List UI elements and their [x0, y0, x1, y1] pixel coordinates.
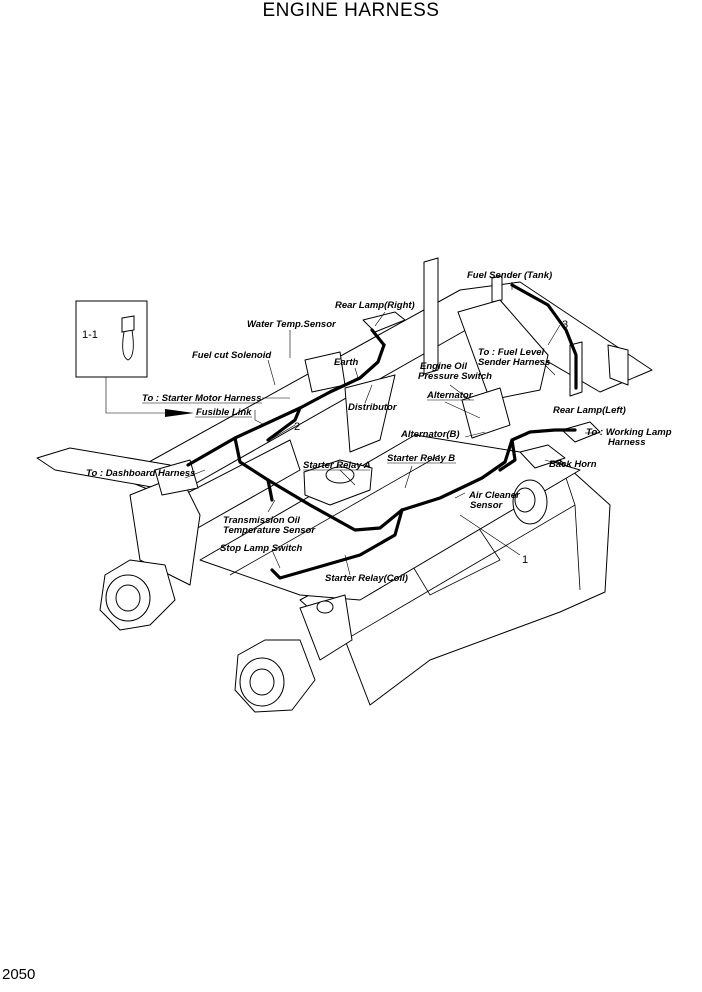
label-to-working-lamp: To : Working Lamp [586, 427, 672, 438]
label-air-cleaner: Air Cleaner [468, 490, 521, 501]
label-stop-lamp-switch: Stop Lamp Switch [220, 543, 303, 554]
label-starter-relay-b: Starter Relay B [387, 453, 455, 464]
label-water-temp-sensor: Water Temp.Sensor [247, 319, 337, 330]
label-to-starter-motor: To : Starter Motor Harness [142, 393, 261, 404]
label-distributor: Distributor [348, 402, 398, 413]
inset-label: 1-1 [82, 329, 98, 341]
label-rear-lamp-left: Rear Lamp(Left) [553, 405, 626, 416]
label-fuel-sender-tank: Fuel Sender (Tank) [467, 270, 552, 281]
label-starter-relay-a: Starter Relay A [303, 460, 371, 471]
label-to-fuel-level: To : Fuel Level [478, 347, 545, 358]
label-earth: Earth [334, 357, 358, 368]
label-alternator: Alternator [426, 390, 474, 401]
page-number: 2050 [2, 966, 36, 983]
component-labels: Fuel Sender (Tank) Rear Lamp(Right) Wate… [86, 270, 672, 584]
engine-harness-wiring [186, 283, 578, 580]
label-pressure-switch: Pressure Switch [418, 371, 492, 382]
label-starter-relay-coil: Starter Relay(Coil) [325, 573, 408, 584]
label-sender-harness: Sender Harness [478, 357, 550, 368]
fusible-link-inset: 1-1 [75, 300, 194, 417]
label-alternator-b: Alternator(B) [400, 429, 460, 440]
label-transmission-oil: Transmission Oil [223, 515, 300, 526]
label-underlines [142, 399, 474, 471]
label-fuel-cut-solenoid: Fuel cut Solenoid [192, 350, 271, 361]
label-air-cleaner-sensor: Sensor [470, 500, 504, 511]
label-engine-oil: Engine Oil [420, 361, 467, 372]
page-title: ENGINE HARNESS [262, 0, 440, 21]
label-back-horn: Back Horn [549, 459, 597, 470]
callout-1: 1 [522, 554, 528, 566]
leader-lines [184, 282, 600, 576]
label-working-lamp-harness: Harness [608, 437, 646, 448]
callout-2: 2 [294, 421, 300, 433]
label-to-dashboard: To : Dashboard Harness [86, 468, 195, 479]
label-fusible-link: Fusible Link [196, 407, 252, 418]
callout-3: 3 [562, 319, 568, 331]
label-rear-lamp-right: Rear Lamp(Right) [335, 300, 415, 311]
label-temperature-sensor: Temperature Sensor [223, 525, 316, 536]
